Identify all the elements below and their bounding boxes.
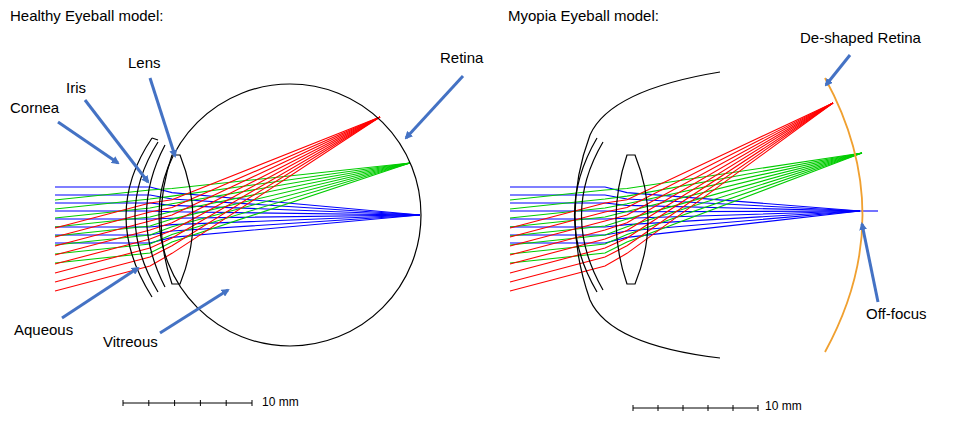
lens: [161, 155, 193, 284]
leader-arrows: [58, 55, 878, 333]
scale-tick: [148, 400, 149, 406]
healthy-eye: [126, 84, 421, 346]
part-label: Off-focus: [866, 306, 927, 323]
scale-tick: [633, 405, 634, 411]
light-ray: [510, 153, 862, 263]
cornea-edge: [152, 138, 158, 140]
scale-tick: [174, 400, 175, 406]
light-ray: [510, 203, 860, 211]
leader-arrow: [406, 76, 463, 138]
light-ray: [510, 153, 862, 200]
light-ray: [55, 163, 410, 227]
leader-arrow: [150, 78, 175, 156]
scale-tick: [733, 405, 734, 411]
light-ray: [510, 103, 833, 273]
scale-bar: [123, 403, 252, 404]
light-ray: [510, 103, 833, 255]
part-label: Cornea: [10, 100, 59, 117]
scale-tick: [252, 400, 253, 406]
light-ray: [510, 153, 862, 254]
light-ray: [510, 187, 860, 211]
light-ray: [55, 117, 380, 273]
light-ray: [510, 211, 860, 243]
cornea-inner: [582, 142, 604, 290]
light-ray: [510, 103, 833, 246]
part-label: Lens: [128, 55, 161, 72]
part-label: Retina: [440, 50, 483, 67]
eyeball-front: [575, 72, 720, 358]
light-ray: [510, 153, 862, 209]
part-label: Vitreous: [103, 334, 158, 351]
light-ray: [55, 163, 410, 236]
scale-label: 10 mm: [262, 396, 299, 409]
light-ray: [510, 103, 833, 291]
leader-arrow: [826, 55, 850, 85]
leader-arrow: [62, 268, 138, 318]
light-ray: [510, 103, 833, 264]
light-ray: [55, 117, 380, 255]
part-label: De-shaped Retina: [800, 30, 921, 47]
scale-tick: [226, 400, 227, 406]
light-ray: [55, 163, 410, 263]
leader-arrow: [85, 100, 148, 182]
leader-arrow: [58, 122, 118, 163]
lens: [616, 155, 648, 284]
light-ray: [55, 117, 380, 291]
scale-tick: [658, 405, 659, 411]
scale-label: 10 mm: [765, 400, 802, 413]
scale-tick: [708, 405, 709, 411]
panel-title: Myopia Eyeball model:: [508, 8, 659, 25]
light-ray: [510, 153, 862, 227]
scale-tick: [123, 400, 124, 406]
light-ray: [510, 211, 860, 227]
part-label: Iris: [66, 80, 86, 97]
light-ray: [510, 103, 833, 237]
scale-ticks: [123, 400, 758, 411]
light-ray: [510, 103, 833, 282]
light-ray: [55, 117, 380, 246]
deshaped-retina: [825, 78, 863, 352]
leader-arrow: [862, 224, 878, 302]
scale-tick: [758, 405, 759, 411]
light-ray: [55, 117, 380, 237]
panel-title: Healthy Eyeball model:: [10, 8, 163, 25]
scale-tick: [200, 400, 201, 406]
scale-bars: [123, 403, 758, 408]
eyeball: [159, 84, 421, 346]
light-ray: [55, 117, 380, 264]
part-label: Aqueous: [14, 322, 73, 339]
light-ray: [55, 117, 380, 282]
light-rays: [55, 103, 878, 291]
iris-arc: [147, 145, 166, 287]
scale-bar: [633, 408, 758, 409]
leader-arrow: [160, 290, 228, 333]
light-ray: [55, 163, 410, 218]
myopia-eye: [575, 72, 863, 358]
scale-tick: [683, 405, 684, 411]
